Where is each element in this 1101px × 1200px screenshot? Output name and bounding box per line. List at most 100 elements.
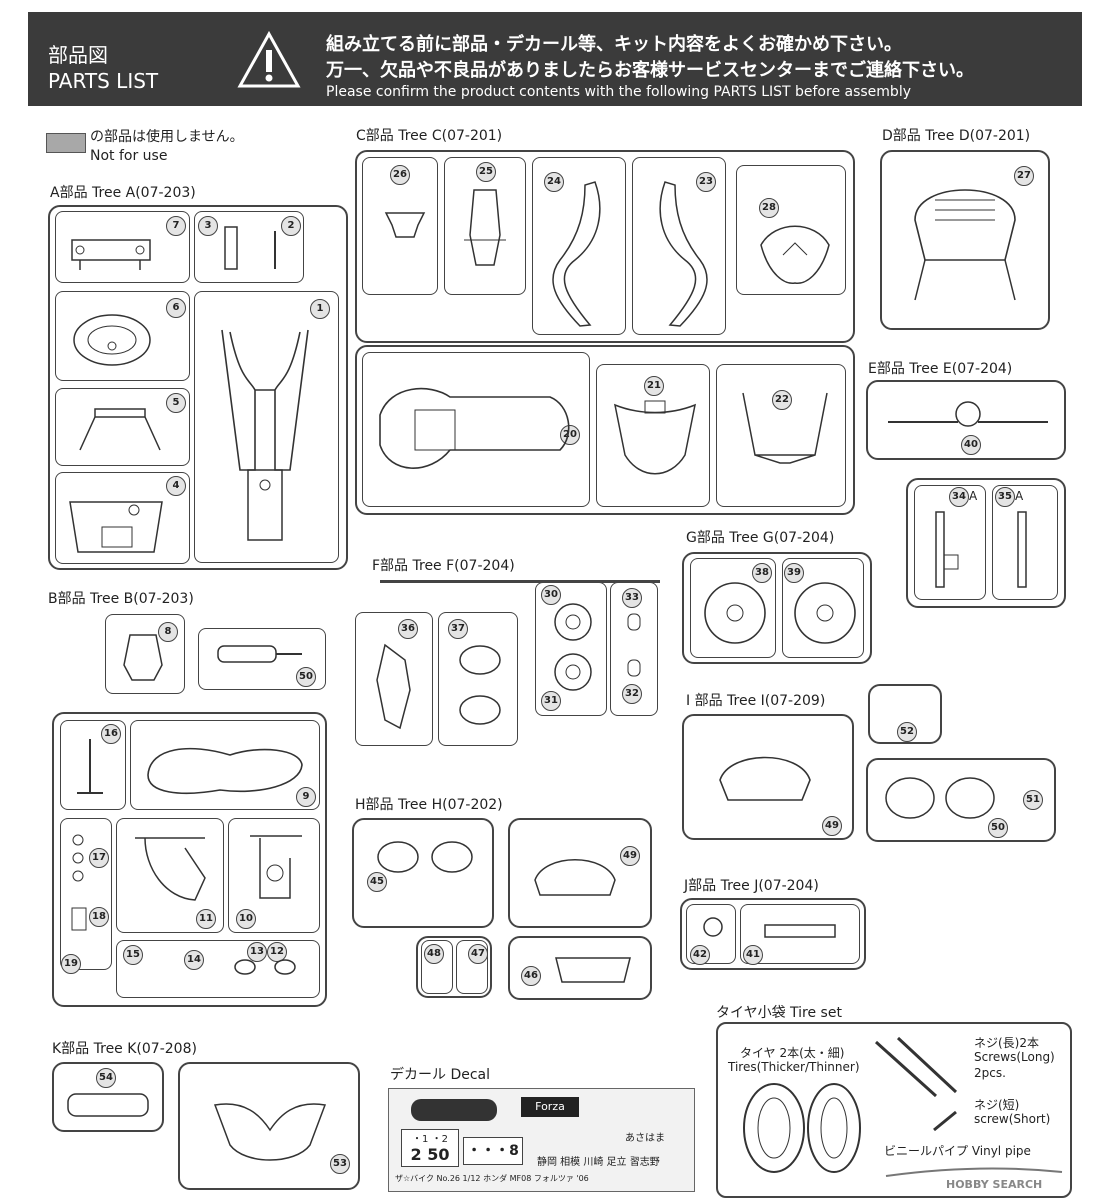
part-26-drawing bbox=[384, 212, 426, 238]
part-number-49-h: 49 bbox=[620, 846, 640, 866]
tree-c-frame-bottom bbox=[355, 345, 855, 515]
tree-d-label: D部品 Tree D(07-201) bbox=[882, 128, 1031, 144]
part-number-31: 31 bbox=[541, 691, 561, 711]
tree-c-label: C部品 Tree C(07-201) bbox=[356, 128, 503, 144]
part-5-drawing bbox=[79, 408, 161, 451]
tree-k-label: K部品 Tree K(07-208) bbox=[52, 1041, 197, 1057]
part-number-51: 51 bbox=[1023, 790, 1043, 810]
tree-b-cell-17-19 bbox=[60, 818, 112, 970]
tree-h-cell-45 bbox=[352, 818, 494, 928]
part-34-fork-drawing bbox=[935, 511, 959, 588]
tree-c-cell-23 bbox=[632, 157, 726, 335]
part-36-drawing bbox=[376, 643, 411, 730]
tree-b-label: B部品 Tree B(07-203) bbox=[48, 591, 194, 607]
watermark: HOBBY SEARCH bbox=[946, 1178, 1043, 1191]
vinyl-pipe-drawing bbox=[885, 1167, 1063, 1177]
part-45-drawing bbox=[377, 841, 473, 873]
tree-c-frame-top bbox=[355, 150, 855, 343]
tree-a-label: A部品 Tree A(07-203) bbox=[50, 185, 196, 201]
part-number-19: 19 bbox=[61, 954, 81, 974]
part-30-31-disc-drawing bbox=[554, 603, 592, 691]
tree-e-cell-34 bbox=[914, 485, 986, 600]
tree-e-frame bbox=[866, 380, 1066, 460]
tree-b-cell-16 bbox=[60, 720, 126, 810]
tree-k-cell-54 bbox=[52, 1062, 164, 1132]
part-50-muffler-drawing bbox=[217, 645, 302, 663]
part-number-36: 36 bbox=[398, 619, 418, 639]
part-number-47: 47 bbox=[468, 944, 488, 964]
not-for-use-legend: の部品は使用しません。 Not for use bbox=[90, 128, 244, 166]
tree-c-cell-26 bbox=[362, 157, 438, 295]
part-35-suffix: A bbox=[1015, 489, 1024, 503]
warning-icon bbox=[237, 30, 301, 88]
part-42-drawing bbox=[703, 917, 723, 937]
parts-list-header: 部品図 PARTS LIST 組み立てる前に部品・デカール等、キット内容をよくお… bbox=[28, 12, 1082, 106]
screw-long-jp: ネジ(長)2本 bbox=[974, 1036, 1039, 1050]
part-7-drawing bbox=[71, 239, 151, 270]
tree-f-cell-37 bbox=[438, 612, 518, 746]
part-number-26: 26 bbox=[390, 165, 410, 185]
tree-b-cell-10 bbox=[228, 818, 320, 933]
part-9-seat-drawing bbox=[147, 747, 303, 795]
part-number-12: 12 bbox=[267, 942, 287, 962]
notice-jp-line1: 組み立てる前に部品・デカール等、キット内容をよくお確かめ下さい。 bbox=[326, 34, 902, 55]
tree-c-cell-28 bbox=[736, 165, 846, 295]
tree-f-runner bbox=[380, 580, 660, 583]
not-for-use-swatch bbox=[46, 133, 86, 153]
part-number-33: 33 bbox=[622, 588, 642, 608]
tree-g-frame bbox=[682, 552, 872, 664]
tree-c-cell-22 bbox=[716, 364, 846, 507]
part-number-28: 28 bbox=[759, 198, 779, 218]
tree-k-cell-53 bbox=[178, 1062, 360, 1190]
screw-long-qty: 2pcs. bbox=[974, 1066, 1006, 1080]
part-49-windscreen-h-drawing bbox=[534, 859, 616, 896]
tree-d-frame bbox=[880, 150, 1050, 330]
tree-f-cell-32-33 bbox=[610, 582, 658, 716]
part-13-12-mirrors-drawing bbox=[234, 959, 296, 975]
decal-plate-main: 2 50 bbox=[410, 1145, 450, 1164]
part-25-fender-drawing bbox=[464, 189, 506, 266]
tree-j-frame bbox=[680, 898, 866, 970]
part-number-10: 10 bbox=[236, 909, 256, 929]
part-number-34: 34 bbox=[949, 487, 969, 507]
part-54-drawing bbox=[67, 1093, 149, 1117]
part-37-drawing bbox=[459, 645, 501, 725]
tree-i-label: I 部品 Tree I(07-209) bbox=[686, 693, 826, 709]
tree-b-cell-12-15 bbox=[116, 940, 320, 998]
tree-b-frame bbox=[52, 712, 327, 1007]
notice-en: Please confirm the product contents with… bbox=[326, 84, 911, 100]
part-number-3: 3 bbox=[198, 216, 218, 236]
tree-h-cell-49 bbox=[508, 818, 652, 928]
part-24-drawing bbox=[552, 181, 601, 327]
part-20-floor-drawing bbox=[379, 387, 570, 469]
decal-plate-1: ・1 ・2 2 50 bbox=[401, 1129, 459, 1167]
part-number-46: 46 bbox=[521, 966, 541, 986]
part-number-41: 41 bbox=[743, 945, 763, 965]
part-35-fork-drawing bbox=[1017, 511, 1027, 588]
tree-h-frame-47-48 bbox=[416, 936, 492, 998]
part-number-6: 6 bbox=[166, 298, 186, 318]
part-number-24: 24 bbox=[544, 172, 564, 192]
tires-jp: タイヤ 2本(太・細) bbox=[740, 1046, 845, 1060]
tree-h-cell-48 bbox=[421, 940, 453, 994]
title-jp: 部品図 bbox=[48, 43, 108, 67]
tree-e-cell-35 bbox=[992, 485, 1058, 600]
part-8-drawing bbox=[123, 634, 163, 681]
tree-i-frame-50-51 bbox=[866, 758, 1056, 842]
part-number-27: 27 bbox=[1014, 166, 1034, 186]
part-49-windscreen-i-drawing bbox=[719, 756, 811, 801]
part-number-40: 40 bbox=[961, 435, 981, 455]
part-11-drawing bbox=[135, 837, 206, 901]
legend-en: Not for use bbox=[90, 148, 168, 164]
part-number-5: 5 bbox=[166, 393, 186, 413]
decal-brand-logo: Forza bbox=[521, 1097, 579, 1117]
tree-h-cell-46 bbox=[508, 936, 652, 1000]
part-23-drawing bbox=[659, 181, 708, 327]
part-number-9: 9 bbox=[296, 787, 316, 807]
vinyl-pipe-label: ビニールパイプ Vinyl pipe bbox=[884, 1144, 1031, 1158]
part-number-50: 50 bbox=[296, 667, 316, 687]
tree-c-cell-20 bbox=[362, 352, 590, 507]
tree-a-frame bbox=[48, 205, 348, 570]
part-number-49-i: 49 bbox=[822, 816, 842, 836]
part-28-drawing bbox=[760, 225, 830, 284]
